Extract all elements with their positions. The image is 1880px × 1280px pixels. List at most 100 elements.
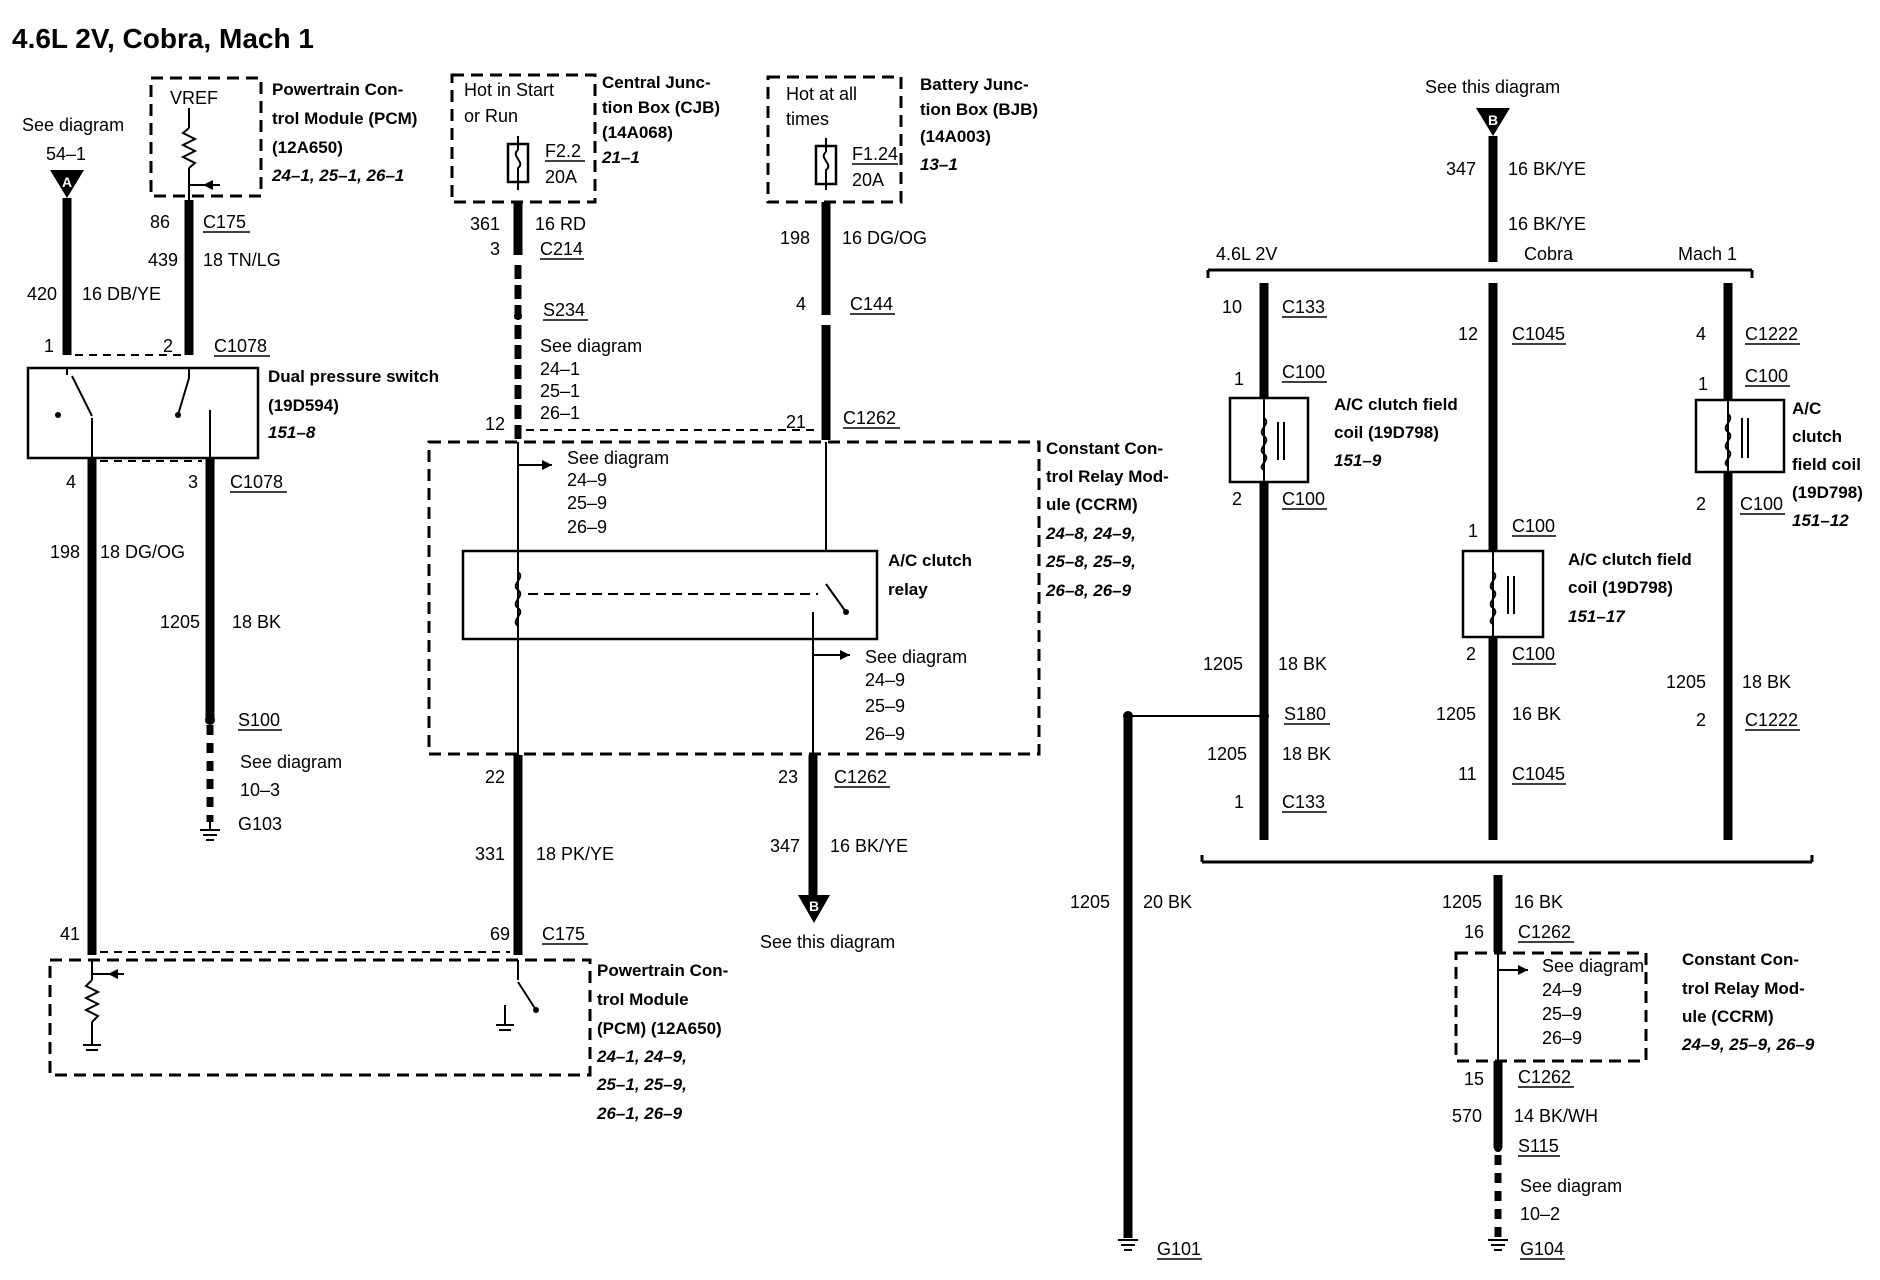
ref-label: 26–9 <box>1542 1028 1582 1048</box>
coil-icon <box>1489 571 1497 625</box>
ccrm-name: trol Relay Mod- <box>1046 467 1169 486</box>
ccrm-right-refs: 24–9, 25–9, 26–9 <box>1681 1035 1815 1054</box>
coil-ref: 151–9 <box>1334 451 1382 470</box>
pcm-top-refs: 24–1, 25–1, 26–1 <box>271 166 404 185</box>
connector-label: C1078 <box>214 336 267 356</box>
pin-label: 1 <box>1698 374 1708 394</box>
ac-clutch-relay-box <box>461 549 879 641</box>
coil-ref: 151–17 <box>1568 607 1626 626</box>
bjb-box <box>766 75 903 204</box>
connector-label: C100 <box>1282 489 1325 509</box>
pcm-top-name-3: (12A650) <box>272 138 343 157</box>
pin-label: 4 <box>1696 324 1706 344</box>
ground-icon <box>200 822 220 841</box>
splice-label: S115 <box>1518 1136 1559 1156</box>
see-this-diagram-label: See this diagram <box>760 932 895 952</box>
wire-label: 347 <box>1446 159 1476 179</box>
ccrm-name: ule (CCRM) <box>1046 495 1138 514</box>
pcm-bottom-name: trol Module <box>597 990 689 1009</box>
connector-label: C175 <box>542 924 585 944</box>
variant-label: Mach 1 <box>1678 244 1737 264</box>
ground-label: G101 <box>1157 1239 1201 1259</box>
pin-label: 69 <box>490 924 510 944</box>
variant-label: 4.6L 2V <box>1216 244 1277 264</box>
pin-label: 3 <box>188 472 198 492</box>
pcm-bottom-box <box>48 958 592 1077</box>
connector-label: C1262 <box>834 767 887 787</box>
pin-label: 16 <box>1464 922 1484 942</box>
wire-color-label: 16 BK/YE <box>830 836 908 856</box>
connector-b-icon <box>798 895 830 923</box>
connector-label: C100 <box>1512 516 1555 536</box>
connector-label: C1262 <box>843 408 896 428</box>
wire-color-label: 18 PK/YE <box>536 844 614 864</box>
wire-color-label: 16 BK <box>1512 704 1561 724</box>
relay-name: A/C clutch <box>888 551 972 570</box>
ref-label: 25–9 <box>865 696 905 716</box>
ref-label: 24–1 <box>540 359 580 379</box>
coil-icon <box>1260 417 1268 471</box>
connector-label: C100 <box>1282 362 1325 382</box>
connector-label: C1262 <box>1518 922 1571 942</box>
ground-icon <box>1118 1239 1138 1251</box>
cjb-name: tion Box (CJB) <box>602 98 720 117</box>
connector-label: C1222 <box>1745 710 1798 730</box>
splice-label: S100 <box>238 710 280 730</box>
ac-clutch-coil-box <box>1694 398 1786 474</box>
ref-label: 24–9 <box>865 670 905 690</box>
connector-label: C100 <box>1740 494 1783 514</box>
wire-color-label: 16 DG/OG <box>842 228 927 248</box>
dual-pressure-switch-box <box>26 366 260 460</box>
pin-label: 3 <box>490 239 500 259</box>
ref-label: 26–9 <box>567 517 607 537</box>
fuse-amp-label: 20A <box>545 167 577 187</box>
wire-label: 1205 <box>160 612 200 632</box>
pin-label: 1 <box>1234 792 1244 812</box>
ccrm-right-name: trol Relay Mod- <box>1682 979 1805 998</box>
coil-name: A/C clutch field <box>1334 395 1458 414</box>
ac-clutch-coil-box <box>1228 396 1310 484</box>
connector-b-letter: B <box>809 898 819 914</box>
connector-label: C1045 <box>1512 764 1565 784</box>
wire-label: 1205 <box>1070 892 1110 912</box>
relay-coil-icon <box>514 571 522 627</box>
fuse-amp-label: 20A <box>852 170 884 190</box>
connector-label: C214 <box>540 239 583 259</box>
wire-color-label: 18 TN/LG <box>203 250 281 270</box>
connector-label: C1262 <box>1518 1067 1571 1087</box>
coil-name: coil (19D798) <box>1568 578 1673 597</box>
coil-name: A/C clutch field <box>1568 550 1692 569</box>
connector-label: C1045 <box>1512 324 1565 344</box>
connector-a-icon <box>50 170 84 198</box>
ac-clutch-coil-box <box>1461 549 1545 639</box>
ground-label: G104 <box>1520 1239 1564 1259</box>
bjb-ref: 13–1 <box>920 155 958 174</box>
ref-label: 24–9 <box>1542 980 1582 1000</box>
ref-label: 24–9 <box>567 470 607 490</box>
dps-name: Dual pressure switch <box>268 367 439 386</box>
pin-label: 1 <box>44 336 54 356</box>
wire-label: 1205 <box>1442 892 1482 912</box>
bjb-name: (14A003) <box>920 127 991 146</box>
ref-label: 26–1 <box>540 403 580 423</box>
cjb-box <box>450 73 597 204</box>
connector-label: C144 <box>850 294 893 314</box>
pin-label: 2 <box>1232 489 1242 509</box>
pin-label: 4 <box>796 294 806 314</box>
resistor-icon <box>83 979 101 1023</box>
fuse-label: F2.2 <box>545 141 581 161</box>
pin-label: 2 <box>1696 494 1706 514</box>
pin-label: 1 <box>1468 521 1478 541</box>
ref-label: 25–1 <box>540 381 580 401</box>
connector-label: C1222 <box>1745 324 1798 344</box>
pin-label: 21 <box>786 412 806 432</box>
cjb-ref: 21–1 <box>601 148 640 167</box>
wire-color-label: 20 BK <box>1143 892 1192 912</box>
wire-color-label: 16 RD <box>535 214 586 234</box>
hot-all-label: Hot at all <box>786 84 857 104</box>
wire-label: 86 <box>150 212 170 232</box>
pin-label: 22 <box>485 767 505 787</box>
ref-label: 25–9 <box>1542 1004 1582 1024</box>
diagram-title: 4.6L 2V, Cobra, Mach 1 <box>12 23 314 54</box>
ccrm-refs: 24–8, 24–9, <box>1045 524 1136 543</box>
